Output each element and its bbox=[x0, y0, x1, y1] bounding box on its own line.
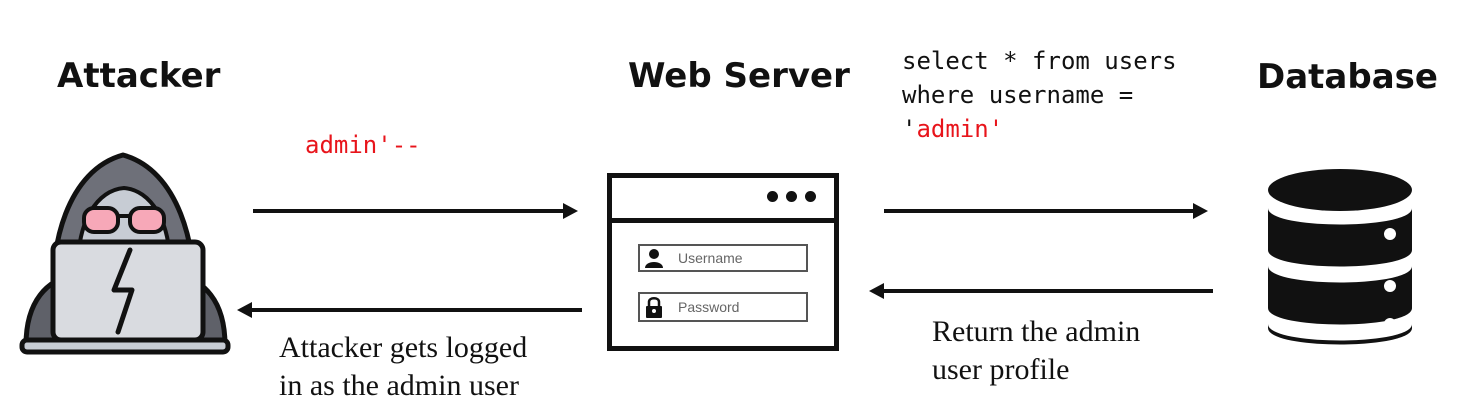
arrow-attacker-to-server bbox=[253, 203, 578, 219]
browser-title-bar bbox=[612, 178, 834, 223]
server-response-line-1: Attacker gets logged bbox=[279, 331, 528, 364]
sql-query-line-1: select * from users bbox=[902, 47, 1177, 75]
sql-query: select * from users where username = 'ad… bbox=[902, 44, 1177, 146]
username-placeholder: Username bbox=[678, 250, 743, 266]
db-response-line-1: Return the admin bbox=[932, 315, 1141, 348]
server-response-caption: Attacker gets logged in as the admin use… bbox=[279, 329, 527, 405]
hacker-icon bbox=[19, 152, 231, 355]
database-icon bbox=[1268, 169, 1412, 345]
server-response-line-2: in as the admin user bbox=[279, 369, 519, 402]
db-response-line-2: user profile bbox=[932, 353, 1070, 386]
username-field[interactable]: Username bbox=[638, 244, 808, 272]
password-field[interactable]: Password bbox=[638, 292, 808, 322]
injection-payload: admin'-- bbox=[305, 131, 421, 159]
database-heading: Database bbox=[1257, 57, 1438, 97]
sql-query-value: admin' bbox=[916, 115, 1004, 143]
browser-window-icon: Username Password bbox=[607, 173, 839, 351]
arrow-server-to-database bbox=[884, 203, 1208, 219]
web-server-heading: Web Server bbox=[628, 56, 850, 96]
sql-query-line-2: where username = bbox=[902, 81, 1134, 109]
db-response-caption: Return the admin user profile bbox=[932, 313, 1140, 389]
window-dots-icon bbox=[767, 191, 816, 202]
sql-query-quote: ' bbox=[902, 115, 917, 143]
arrow-server-to-attacker bbox=[237, 302, 582, 318]
password-placeholder: Password bbox=[678, 299, 740, 315]
lock-icon bbox=[646, 297, 662, 318]
arrow-database-to-server bbox=[869, 283, 1213, 299]
attacker-heading: Attacker bbox=[57, 56, 221, 96]
sql-query-line-3: 'admin' bbox=[902, 112, 1177, 146]
user-icon bbox=[645, 249, 663, 268]
